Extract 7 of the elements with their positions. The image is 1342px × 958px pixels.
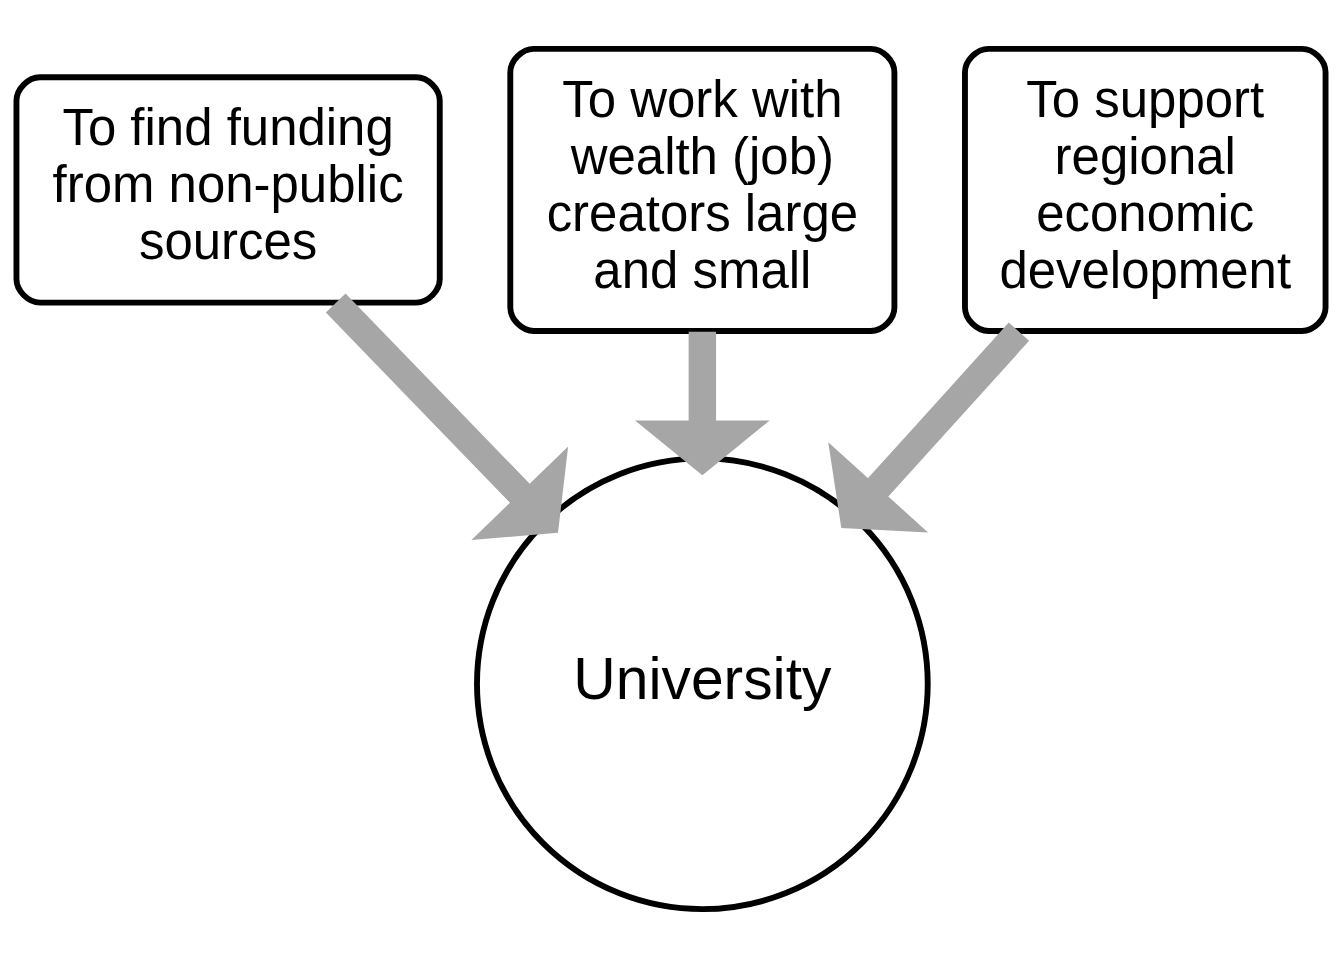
node-box: To support regional economic development <box>962 45 1329 334</box>
arrow <box>828 322 1030 533</box>
arrow <box>325 293 569 541</box>
node-box: To work with wealth (job) creators large and small <box>507 45 898 334</box>
arrow <box>635 331 770 476</box>
node-circle: University <box>474 455 931 913</box>
node-box: To find funding from non-public sources <box>13 74 443 306</box>
